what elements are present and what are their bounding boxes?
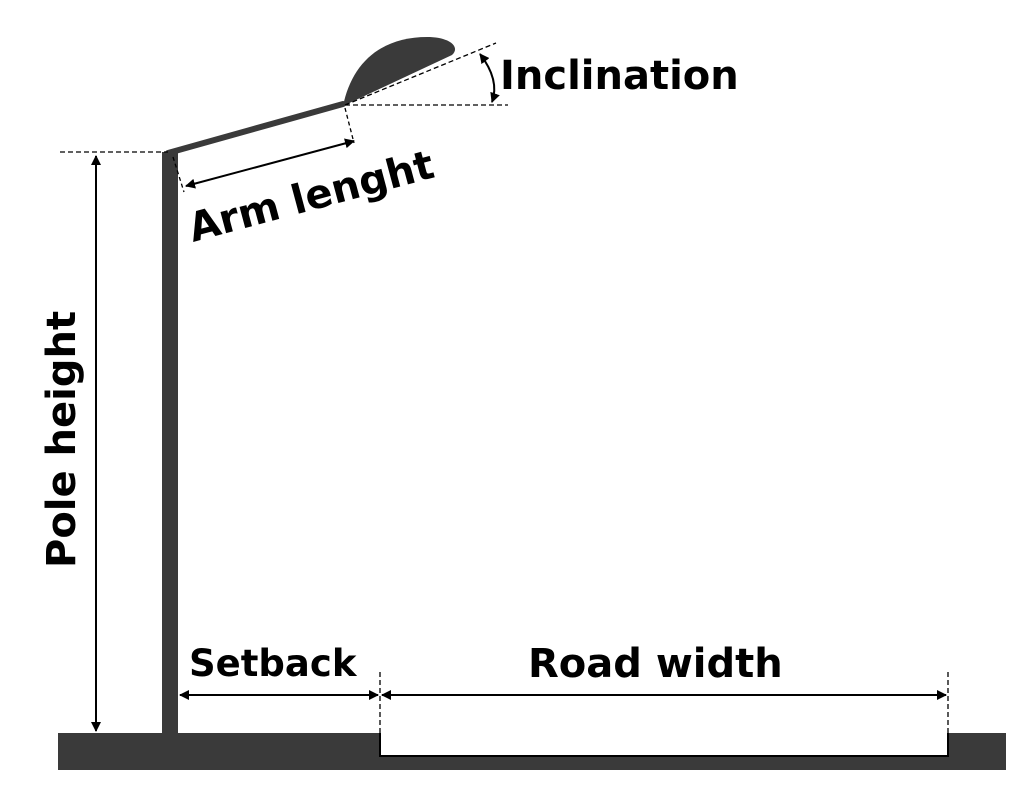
inclination-label: Inclination xyxy=(500,53,739,99)
inclination-angle-arc xyxy=(479,53,500,103)
setback-label: Setback xyxy=(189,642,358,685)
road-width-label: Road width xyxy=(528,641,783,687)
road-surface xyxy=(379,733,949,757)
arm-end-extension xyxy=(344,107,355,144)
arm-length-label: Arm lenght xyxy=(184,142,439,252)
arm xyxy=(165,101,346,156)
inclination-tilt-reference xyxy=(344,42,497,106)
ground xyxy=(58,733,1006,770)
pole-height-label: Pole height xyxy=(39,311,85,568)
luminaire-head xyxy=(343,36,456,106)
arm-length-arrow xyxy=(185,138,355,189)
pole xyxy=(162,152,178,734)
arm-start-extension xyxy=(172,156,185,193)
